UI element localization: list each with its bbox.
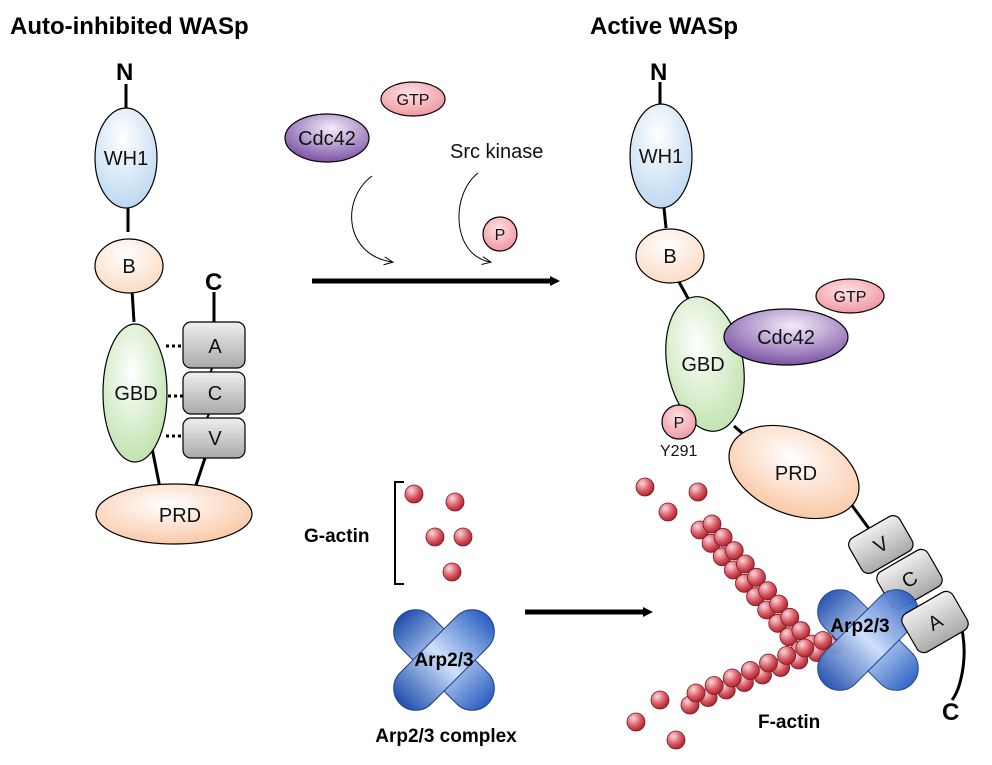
- right-n-terminus: N: [650, 59, 667, 86]
- right-b-label: B: [663, 246, 676, 268]
- f-actin-monomer: [686, 683, 706, 703]
- title-auto-inhibited: Auto-inhibited WASp: [10, 13, 249, 40]
- g-actin-monomer: [442, 562, 462, 582]
- cdc42-bound: [723, 308, 849, 366]
- g-actin-monomer: [650, 690, 670, 710]
- arp23-complex-label: Arp2/3 complex: [375, 726, 517, 747]
- f-actin-monomer: [777, 646, 797, 665]
- arp23-bound-label: Arp2/3: [830, 616, 889, 637]
- right-b-domain: [635, 228, 705, 284]
- g-actin-monomer: [453, 527, 473, 547]
- arp23-complex-free: [393, 609, 495, 711]
- right-c-terminus: C: [942, 699, 959, 726]
- right-prd-label: PRD: [775, 463, 817, 485]
- f-actin-monomer: [713, 527, 733, 547]
- right-a-domain: A: [901, 590, 969, 654]
- f-actin-monomer: [724, 541, 744, 561]
- src-kinase-label: Src kinase: [450, 141, 543, 163]
- g-actin-monomer: [688, 482, 708, 502]
- f-actin-monomer: [780, 607, 800, 627]
- gtp-bound: [815, 278, 885, 314]
- right-wh1-domain: [629, 103, 693, 209]
- active-wasp: N C WH1 B GBD P Y291 Cdc42 GTP PRD F-act…: [626, 59, 969, 750]
- g-actin-monomer: [635, 477, 655, 497]
- f-actin-monomer: [758, 581, 777, 601]
- right-gbd-label: GBD: [681, 354, 724, 376]
- left-prd-domain: [95, 483, 253, 545]
- title-active: Active WASp: [590, 13, 738, 40]
- cdc42-free: [284, 113, 370, 163]
- left-n-terminus: N: [116, 59, 133, 86]
- left-b-label: B: [122, 256, 135, 278]
- f-actin-monomer: [735, 554, 755, 574]
- left-v-label: V: [208, 428, 222, 450]
- g-actin-monomer: [445, 492, 465, 512]
- phosphate-bound-label: P: [674, 415, 685, 432]
- left-wh1-domain: [94, 107, 158, 209]
- cdc42-free-label: Cdc42: [298, 128, 356, 150]
- left-c-terminus: C: [205, 269, 222, 296]
- f-actin-monomer: [795, 638, 815, 658]
- left-a-label: A: [208, 336, 222, 358]
- left-prd-label: PRD: [159, 505, 201, 527]
- f-actin-monomer: [747, 567, 766, 587]
- f-actin-monomer: [769, 594, 789, 614]
- arp23-complex-bound: [817, 589, 919, 691]
- src-curved-arrow: [458, 172, 490, 262]
- f-actin-monomer: [702, 514, 722, 534]
- left-c-domain: [182, 371, 246, 415]
- g-actin-and-arp: G-actin Arp2/3 Arp2/3 complex: [304, 481, 653, 747]
- y291-label: Y291: [660, 443, 697, 460]
- left-c-label: C: [208, 383, 222, 405]
- left-gbd-domain: [102, 323, 168, 463]
- f-actin-monomer: [813, 631, 833, 650]
- f-actin-monomer: [740, 661, 760, 680]
- gtp-free-label: GTP: [397, 92, 430, 109]
- right-v-domain: V: [848, 515, 914, 574]
- g-actin-bracket: [394, 481, 404, 585]
- f-actin-monomer: [759, 653, 778, 673]
- f-actin-monomer: [704, 676, 724, 695]
- activation-inputs: Cdc42 GTP Src kinase P: [284, 81, 560, 286]
- left-a-domain: [182, 321, 246, 369]
- phosphate-bound: [661, 404, 697, 440]
- g-actin-monomer: [658, 502, 678, 522]
- f-actin-label: F-actin: [758, 712, 820, 733]
- auto-inhibited-wasp: N C WH1 B GBD PRD A C V: [94, 59, 253, 545]
- cdc42-bound-label: Cdc42: [757, 327, 815, 349]
- g-actin-monomer: [425, 527, 445, 547]
- left-wh1-label: WH1: [104, 148, 148, 170]
- g-actin-monomers: [404, 484, 473, 582]
- gtp-bound-label: GTP: [834, 289, 867, 306]
- right-prd-domain: [728, 424, 860, 520]
- gtp-free: [380, 81, 446, 117]
- arp23-free-label: Arp2/3: [414, 650, 473, 671]
- phosphate-free-label: P: [495, 227, 506, 244]
- phosphate-free: [482, 216, 518, 252]
- f-actin-monomer: [722, 668, 742, 688]
- left-gbd-label: GBD: [114, 383, 157, 405]
- g-actin-label: G-actin: [304, 526, 369, 547]
- g-actin-monomer: [626, 712, 646, 732]
- left-b-domain: [94, 238, 164, 294]
- right-wh1-label: WH1: [639, 146, 683, 168]
- g-actin-monomer: [666, 730, 686, 750]
- g-actin-monomer: [404, 484, 424, 504]
- cdc42-curved-arrow: [351, 175, 392, 262]
- left-v-domain: [182, 417, 246, 459]
